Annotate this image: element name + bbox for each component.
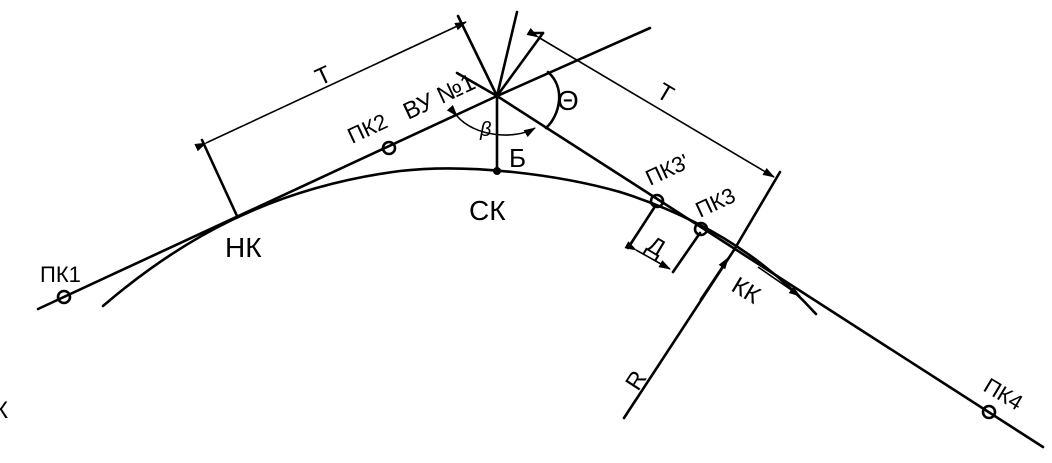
t-right-label: T	[652, 78, 679, 109]
edge-label: К	[0, 397, 8, 424]
d-dimension	[624, 241, 671, 270]
kk-arrow	[757, 266, 801, 297]
r-label: R	[620, 366, 652, 395]
circular-curve	[101, 167, 622, 308]
beta-label: β	[479, 119, 491, 141]
theta-arc	[544, 70, 561, 130]
pk4-marker	[981, 404, 997, 420]
t-right-extension-2	[732, 170, 782, 252]
pk3-marker	[693, 221, 709, 237]
kk-label: КК	[727, 272, 765, 310]
pk3-label: ПК3	[692, 183, 740, 223]
theta-label: Θ	[557, 85, 579, 116]
vertex-line-up	[495, 10, 519, 98]
pk3-prime-marker	[649, 193, 665, 209]
sk-label: СК	[469, 195, 506, 226]
pk4-label: ПК4	[979, 373, 1027, 415]
b-point	[493, 167, 501, 175]
vu-label: ВУ №1	[399, 69, 479, 126]
beta-arc	[446, 105, 536, 138]
t-left-label: T	[311, 61, 336, 92]
pk1-label: ПК1	[40, 262, 81, 287]
pk2-marker	[381, 140, 397, 156]
pk1-marker	[56, 289, 72, 305]
d-extension-2	[671, 231, 702, 274]
pk3-prime-label: ПК3'	[642, 149, 693, 191]
b-label: Б	[509, 143, 526, 173]
d-label: Д	[642, 231, 670, 263]
t-left-extension-1	[200, 138, 239, 218]
tangent-line-left	[36, 94, 499, 311]
t-right-dimension	[526, 27, 775, 178]
nk-label: НК	[225, 232, 262, 263]
radius-line	[622, 248, 736, 420]
radius-arrow	[699, 257, 729, 301]
pk2-label: ПК2	[344, 109, 392, 149]
t-left-dimension	[194, 21, 467, 152]
